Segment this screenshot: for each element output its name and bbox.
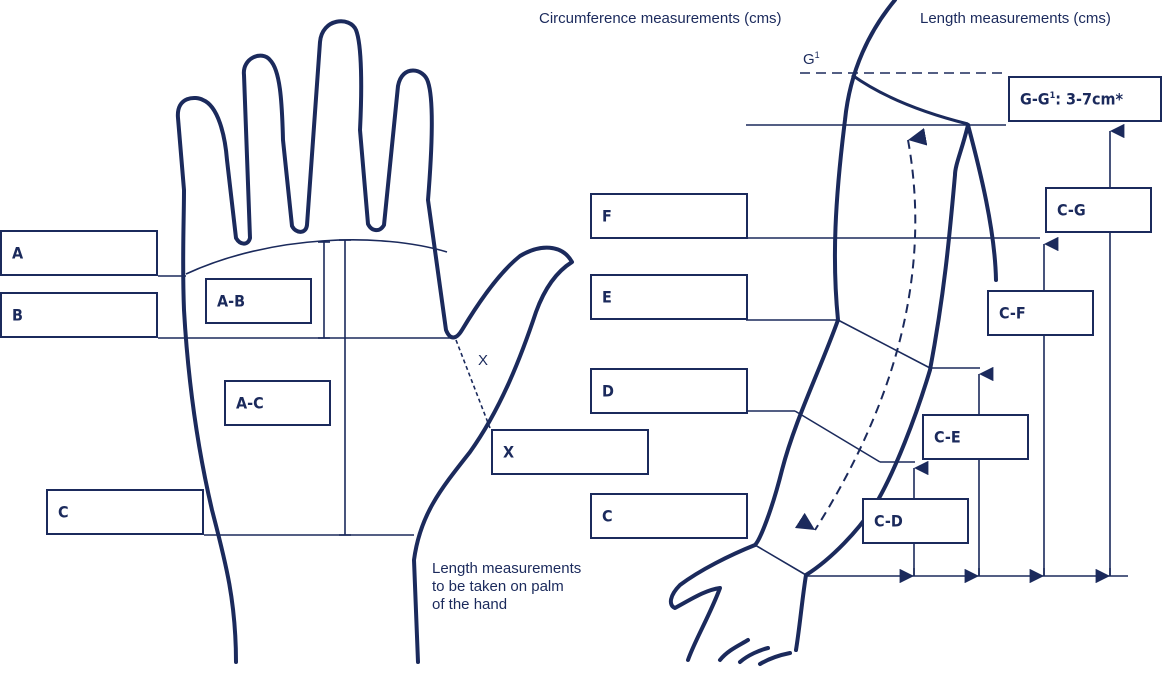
g1-letter: G	[803, 51, 815, 68]
box-e[interactable]: E	[590, 274, 748, 320]
box-ce-label: C-E	[934, 428, 961, 447]
box-cf-label: C-F	[999, 304, 1026, 323]
box-c-arm-label: C	[602, 507, 613, 526]
box-a-label: A	[12, 244, 23, 263]
box-cg[interactable]: C-G	[1045, 187, 1152, 233]
gg1-prefix: G-G	[1020, 90, 1050, 109]
box-d-label: D	[602, 382, 614, 401]
g1-marker: G1	[803, 50, 820, 68]
box-f[interactable]: F	[590, 193, 748, 239]
box-gg1-label: G-G1: 3-7cm*	[1020, 90, 1123, 109]
box-cg-label: C-G	[1057, 201, 1086, 220]
box-x-label: X	[503, 443, 514, 462]
box-c-hand-label: C	[58, 503, 69, 522]
palm-note-line-2: to be taken on palm	[432, 578, 581, 596]
box-b[interactable]: B	[0, 292, 158, 338]
box-c-arm[interactable]: C	[590, 493, 748, 539]
box-ce[interactable]: C-E	[922, 414, 1029, 460]
box-e-label: E	[602, 288, 612, 307]
box-d[interactable]: D	[590, 368, 748, 414]
box-ab-label: A-B	[217, 292, 245, 311]
box-cd[interactable]: C-D	[862, 498, 969, 544]
box-c-hand[interactable]: C	[46, 489, 204, 535]
palm-note-line-3: of the hand	[432, 596, 581, 614]
box-a[interactable]: A	[0, 230, 158, 276]
x-marker: X	[478, 352, 488, 369]
box-x[interactable]: X	[491, 429, 649, 475]
palm-note-line-1: Length measurements	[432, 560, 581, 578]
box-f-label: F	[602, 207, 612, 226]
arm-outline	[671, 0, 996, 664]
box-cd-label: C-D	[874, 512, 903, 531]
palm-note: Length measurements to be taken on palm …	[432, 560, 581, 614]
g1-sup: 1	[815, 50, 820, 60]
box-b-label: B	[12, 306, 23, 325]
gg1-suffix: : 3-7cm*	[1055, 90, 1123, 109]
box-ac-label: A-C	[236, 394, 264, 413]
length-caption: Length measurements (cms)	[920, 10, 1111, 27]
circumference-caption: Circumference measurements (cms)	[539, 10, 782, 27]
box-cf[interactable]: C-F	[987, 290, 1094, 336]
box-ab[interactable]: A-B	[205, 278, 312, 324]
box-gg1[interactable]: G-G1: 3-7cm*	[1008, 76, 1162, 122]
box-ac[interactable]: A-C	[224, 380, 331, 426]
